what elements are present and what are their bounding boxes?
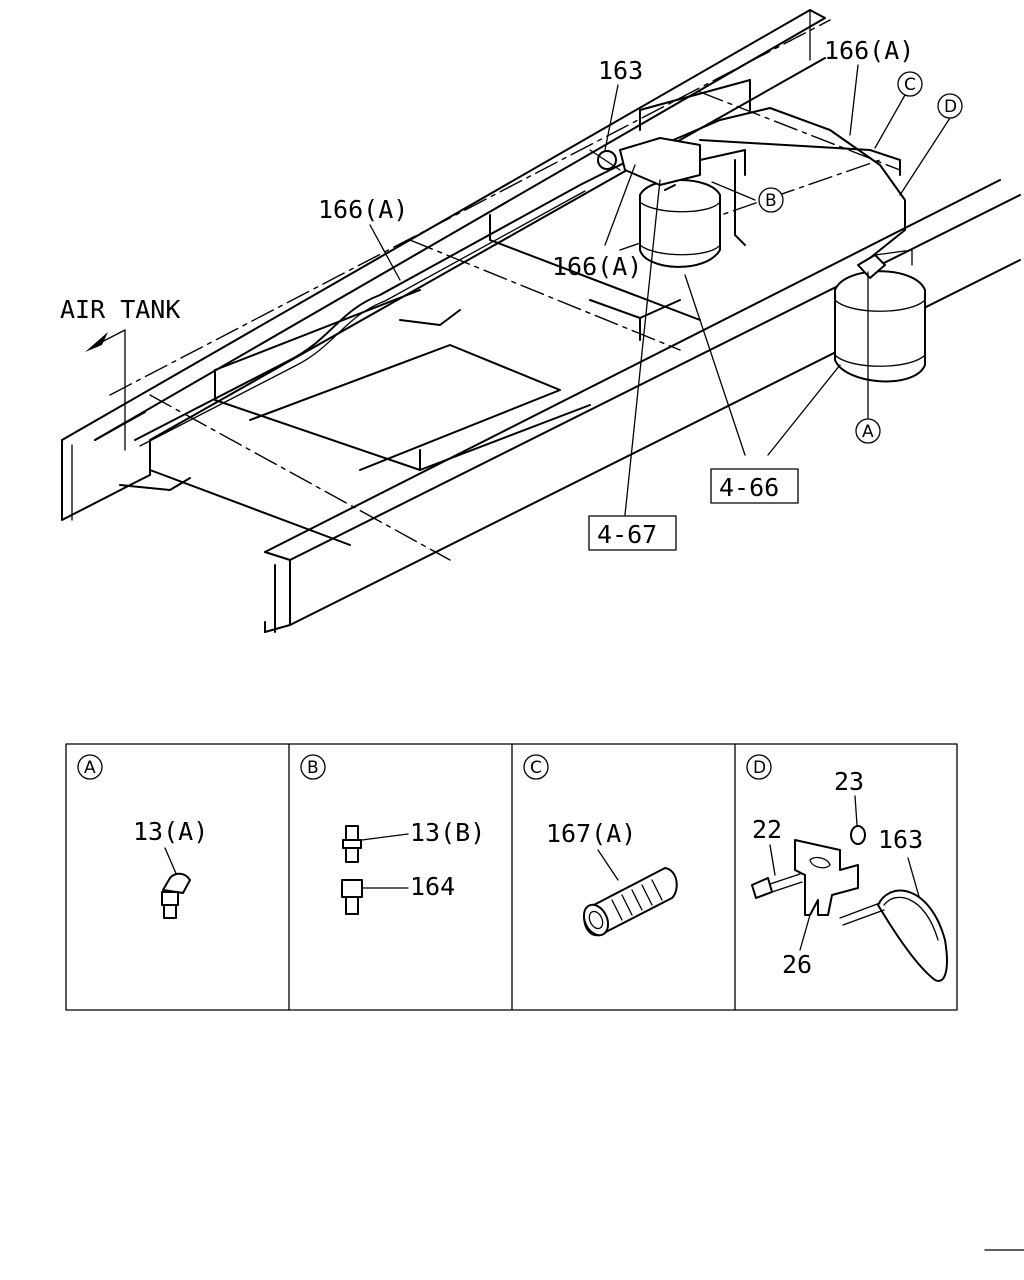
part-164-label: 164: [410, 872, 455, 901]
callout-b: B: [758, 187, 784, 213]
ref-4-67-label: 4-67: [597, 520, 657, 549]
part-167a-label: 167(A): [546, 819, 636, 848]
callout-a: A: [855, 418, 881, 444]
panel-a-marker: A: [84, 758, 96, 778]
part-13b-label: 13(B): [410, 818, 485, 847]
detail-panel-a: A 13(A): [77, 754, 208, 919]
ref-4-66-box: 4-66: [710, 468, 799, 504]
callout-d: D: [937, 93, 963, 119]
part-163-label: 163: [598, 56, 643, 85]
panel-d-marker: D: [753, 758, 766, 778]
detail-panel-b: B 13(B) 164: [300, 754, 485, 915]
air-tank-rear: [834, 249, 926, 383]
part-166a-center-label: 166(A): [552, 252, 642, 281]
part-166a-top-label: 166(A): [824, 36, 914, 65]
part-163-detail-label: 163: [878, 825, 923, 854]
panel-c-marker: C: [530, 758, 542, 778]
detail-panel-d: D 23 22 163 26: [746, 754, 948, 982]
svg-text:A: A: [862, 422, 874, 442]
part-26-label: 26: [782, 950, 812, 979]
part-22-label: 22: [752, 815, 782, 844]
pipe-166a: [134, 107, 906, 447]
svg-text:B: B: [765, 191, 777, 211]
detail-table: [65, 743, 958, 1011]
callout-c: C: [897, 71, 923, 97]
ref-4-66-label: 4-66: [719, 473, 779, 502]
air-tank-label: AIR TANK: [60, 295, 180, 324]
svg-text:D: D: [944, 97, 957, 117]
panel-b-marker: B: [307, 758, 319, 778]
part-166a-left-label: 166(A): [318, 195, 408, 224]
part-23-label: 23: [834, 767, 864, 796]
part-13a-label: 13(A): [133, 817, 208, 846]
leader-lines: [85, 64, 951, 516]
detail-panel-c: C 167(A): [523, 754, 678, 937]
air-tank-front: [589, 137, 746, 268]
svg-text:C: C: [904, 75, 916, 95]
ref-4-67-box: 4-67: [588, 515, 677, 551]
